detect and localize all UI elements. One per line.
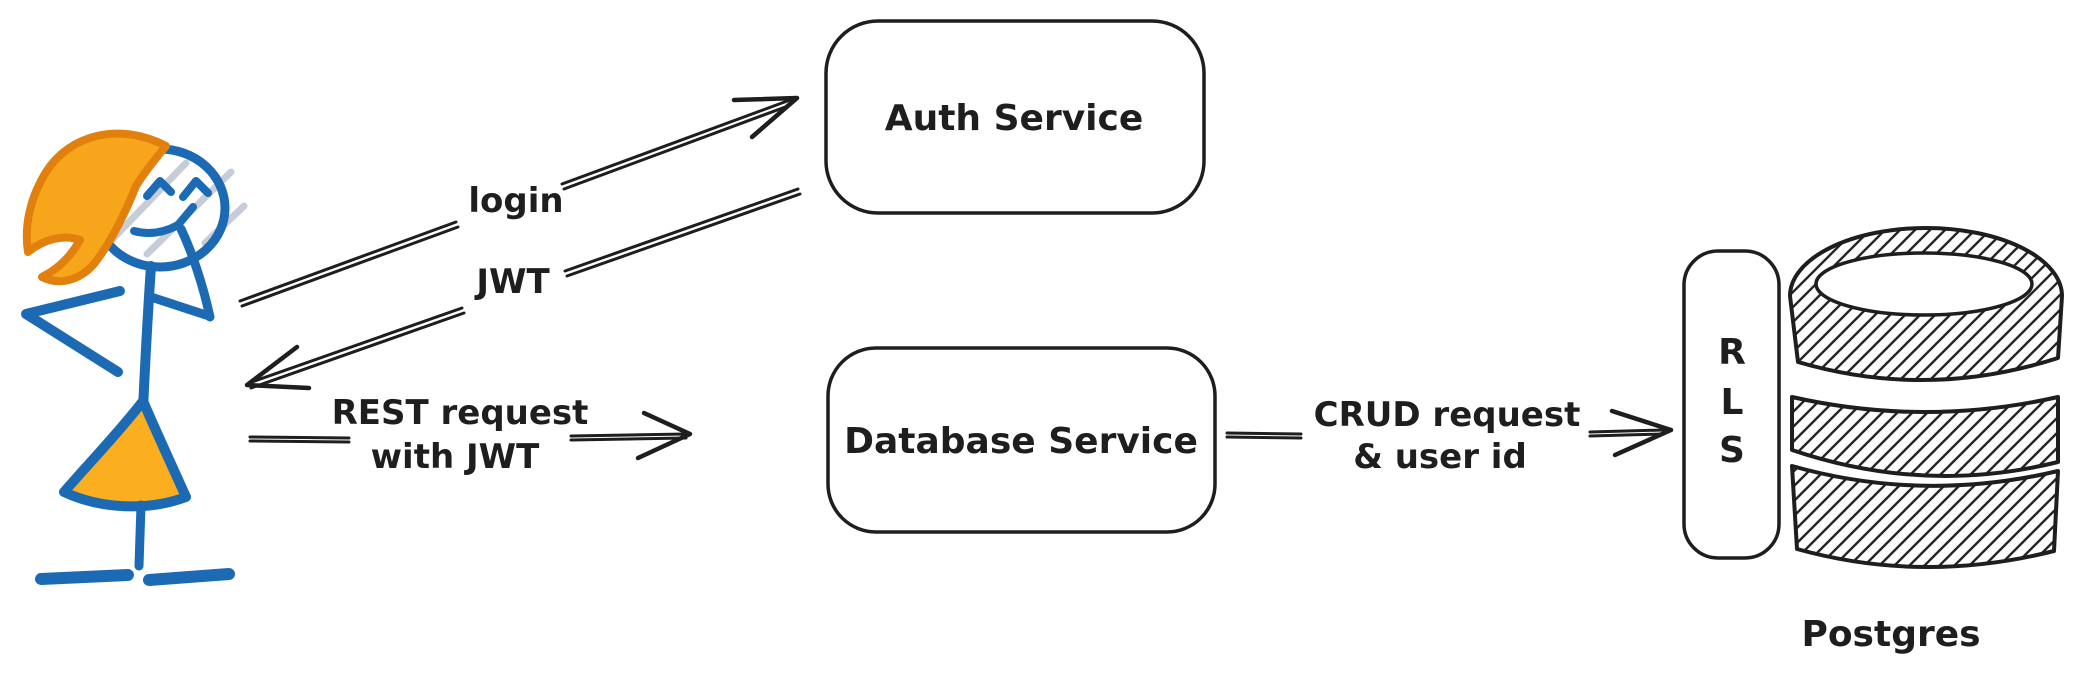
user-right-foot [143,568,235,586]
database-bottom-band [1790,464,2060,569]
database-service-label: Database Service [844,421,1198,462]
jwt-arrow: JWT [244,187,802,391]
database-service-node: Database Service [826,346,1217,534]
rls-letter-r: R [1718,332,1746,373]
user-hair [22,129,170,286]
user-hand-flick [174,203,197,229]
rest-arrow-label-line2: with JWT [371,437,541,477]
user-torso [138,261,156,415]
rls-letter-l: L [1721,382,1744,423]
crud-arrow-label-line2: & user id [1353,437,1527,477]
rest-arrow-shaft-double [248,436,688,444]
user-left-eye [143,177,175,200]
user-leg [134,500,146,571]
crud-arrow-shaft [1225,428,1665,436]
jwt-arrow-head [244,344,312,391]
login-arrow-label: login [468,181,563,221]
rls-letter-s: S [1719,430,1745,471]
rest-arrow-shaft [248,432,688,440]
crud-arrow-label-line1: CRUD request [1314,395,1581,435]
user-skirt [59,396,191,512]
user-smile [130,221,182,237]
rest-arrow-label-line1: REST request [332,393,589,433]
postgres-label: Postgres [1801,614,1980,655]
auth-service-label: Auth Service [885,98,1144,139]
auth-service-box [824,19,1206,215]
login-arrow-shaft-double [240,104,790,308]
login-arrow: login [238,95,800,308]
crud-arrow-shaft-double [1225,432,1665,440]
user-left-arm [21,286,125,377]
user-right-eye [179,177,212,201]
rest-request-arrow: REST request with JWT [248,393,693,477]
login-arrow-shaft [238,98,792,303]
rls-node: R L S [1682,249,1781,560]
user-left-foot [35,569,134,585]
rest-arrow-head [635,410,693,461]
database-service-box [826,346,1217,534]
database-cylinder-icon: Postgres [1788,226,2064,655]
rls-box [1682,249,1781,560]
stick-figure-user-icon [21,129,248,586]
user-right-arm [176,224,215,322]
jwt-arrow-shaft [247,187,800,385]
database-top-opening [1814,251,2034,317]
jwt-arrow-label: JWT [474,262,550,302]
auth-service-node: Auth Service [824,19,1206,215]
user-right-shoulder [146,292,214,321]
jwt-arrow-shaft-double [249,192,802,390]
crud-request-arrow: CRUD request & user id [1225,395,1674,477]
login-arrow-head [731,95,800,140]
crud-arrow-head [1609,408,1674,458]
database-middle-band [1790,395,2060,478]
